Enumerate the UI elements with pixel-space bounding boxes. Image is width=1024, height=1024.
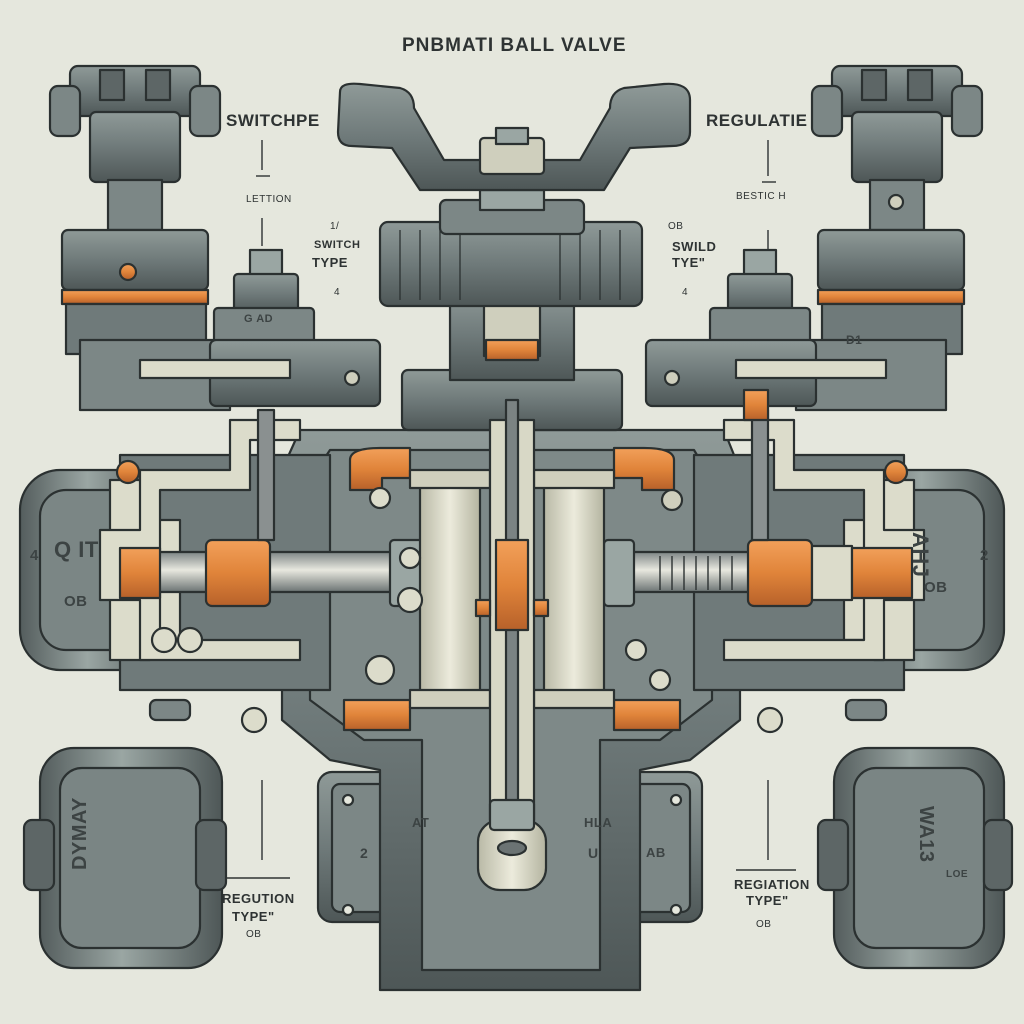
diagram-title: PNBMATI BALL VALVE xyxy=(402,35,627,56)
marking-base-ab: AB xyxy=(646,845,666,860)
label-switch-type-line2: TYPE xyxy=(312,255,348,270)
label-num-4-right: 4 xyxy=(682,287,689,298)
left-top-actuator xyxy=(48,64,232,412)
label-switch-type-line1: SWITCH xyxy=(314,239,361,251)
marking-gad: G AD xyxy=(244,313,274,325)
fittings xyxy=(115,459,909,734)
label-num-ob-left: OB xyxy=(246,929,262,940)
central-column xyxy=(400,368,624,892)
marking-left-foot: DYMAY xyxy=(69,797,91,870)
marking-right-body: AHJ xyxy=(908,532,933,578)
marking-right-foot: WA13 xyxy=(915,806,937,863)
label-swild-type-line1: SWILD xyxy=(672,239,717,254)
label-switch-top: SWITCHPE xyxy=(226,111,320,130)
label-num-ob-right: OB xyxy=(756,919,772,930)
marking-base-2: 2 xyxy=(360,845,369,861)
marking-left-body-2: OB xyxy=(64,593,88,610)
marking-base-u: U xyxy=(588,845,599,861)
right-small-actuator xyxy=(644,248,888,542)
label-letion: LETTION xyxy=(246,194,292,205)
left-horizontal-shaft xyxy=(118,538,426,608)
label-region-left-line2: TYPE" xyxy=(232,909,275,924)
label-regulate-top: REGULATIE xyxy=(706,111,808,130)
marking-right-body-num: 2 xyxy=(980,547,989,564)
leader-lines xyxy=(226,140,796,879)
marking-right-body-2: OB xyxy=(924,579,948,596)
marking-left-body: Q IT xyxy=(54,537,99,562)
label-num-ob: OB xyxy=(668,221,684,232)
top-flywheel xyxy=(378,188,644,382)
label-num-4-left: 4 xyxy=(334,287,341,298)
label-region-right-line1: REGIATION xyxy=(734,877,810,892)
left-foot-drum xyxy=(22,746,228,970)
right-top-actuator xyxy=(794,64,984,412)
marking-d1: D1 xyxy=(846,333,863,347)
marking-base-at: AT xyxy=(412,815,430,830)
left-small-actuator xyxy=(138,248,382,542)
marking-right-foot-2: LOE xyxy=(946,869,969,880)
label-swild-type-line2: TYE" xyxy=(672,255,706,270)
marking-left-body-num: 4 xyxy=(30,547,39,564)
label-bestic: BESTIC H xyxy=(736,191,787,202)
label-region-left-line1: REGUTION xyxy=(222,891,295,906)
right-horizontal-shaft xyxy=(602,538,914,608)
label-num-1: 1/ xyxy=(330,221,340,232)
marking-base-hla: HLA xyxy=(584,815,613,830)
right-cutaway-channel xyxy=(722,418,926,662)
right-foot-drum xyxy=(816,746,1014,970)
label-region-right-line2: TYPE" xyxy=(746,893,789,908)
butterfly-handle xyxy=(336,82,692,192)
left-cutaway-channel xyxy=(98,418,302,662)
